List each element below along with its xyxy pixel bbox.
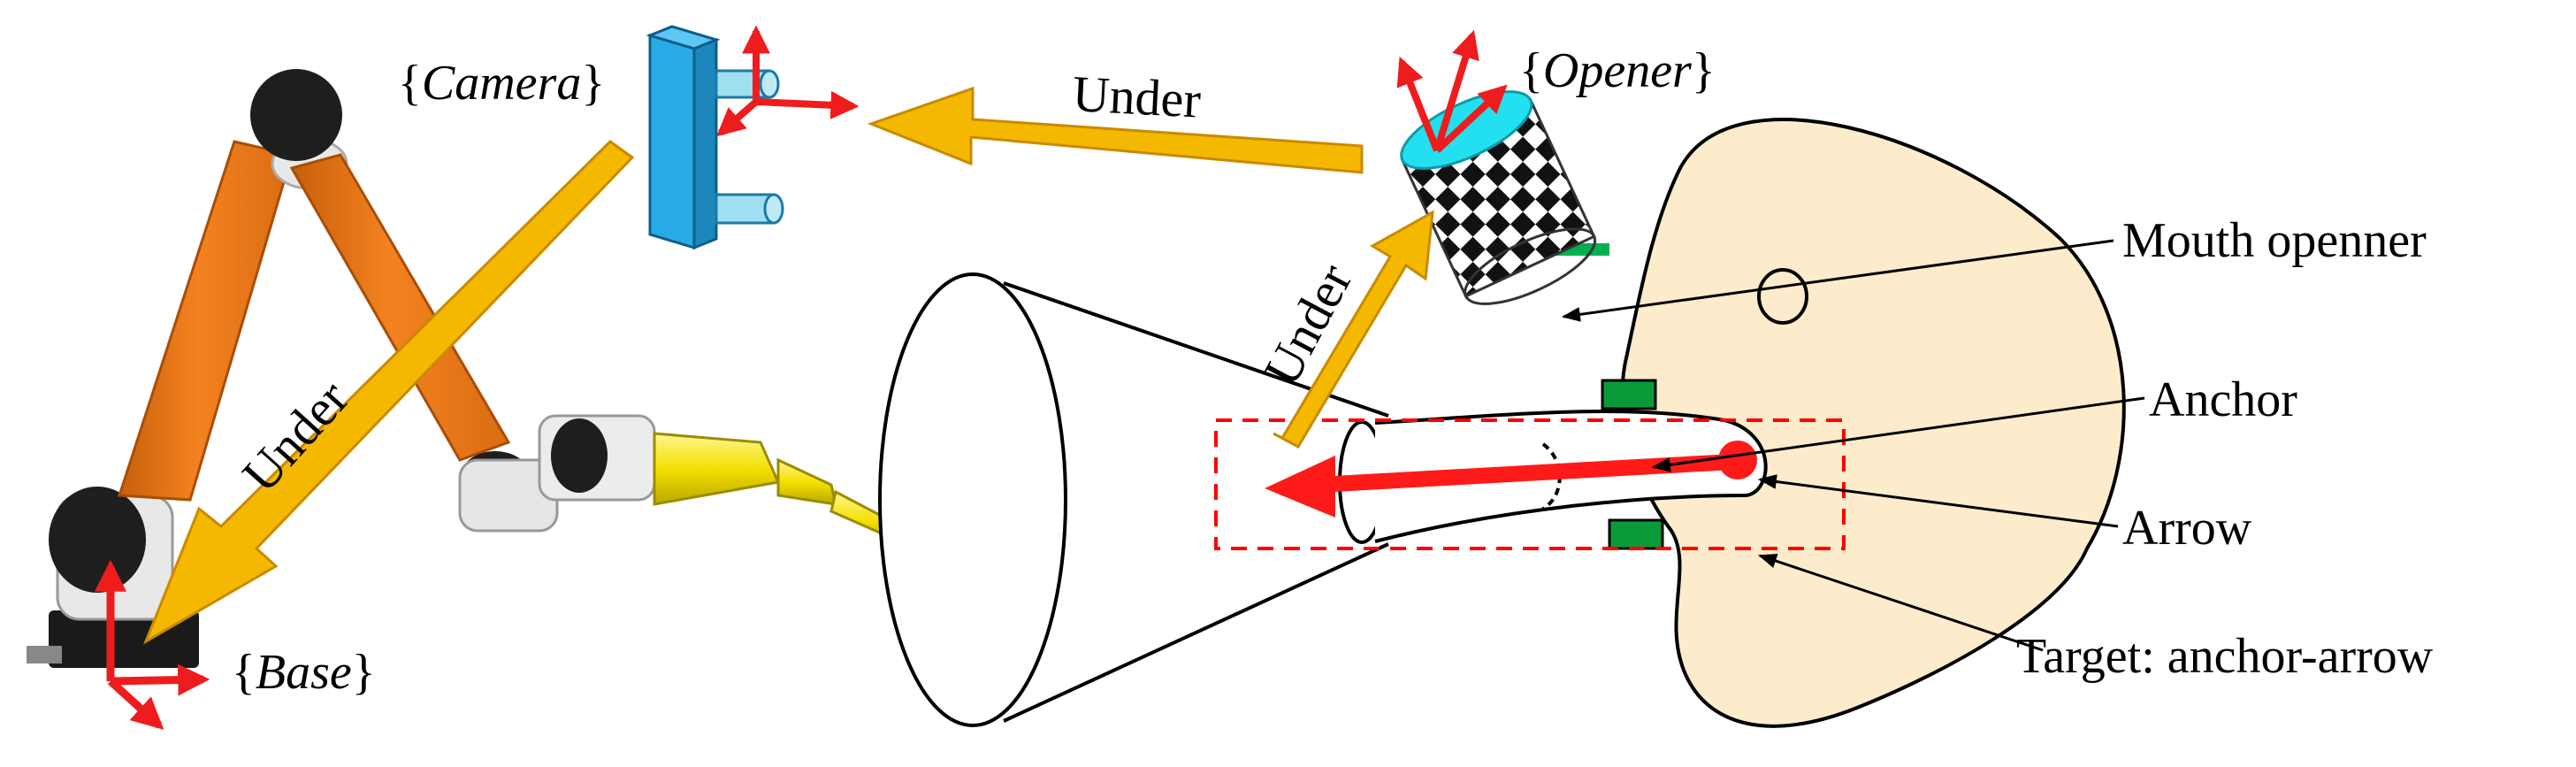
opener-frame-label: {Opener} [1519, 43, 1716, 98]
under-arrow-opener-to-camera [867, 86, 1364, 174]
callout-target: Target: anchor-arrow [2016, 629, 2434, 684]
base-frame-axes [95, 559, 210, 730]
robot-elbow-joint [250, 69, 342, 161]
camera-frame-axes [716, 25, 860, 137]
callout-lines [1561, 239, 2145, 652]
tongue-hole [1757, 268, 1808, 325]
robot-arm [27, 69, 926, 668]
camera-body-side [648, 33, 696, 250]
robot-tool-body [653, 432, 781, 506]
red-arrow-head [1265, 456, 1335, 518]
robot-wrist-joint-2 [551, 418, 608, 493]
robot-base-cable [27, 646, 62, 663]
opener-frame-axes [1396, 29, 1508, 153]
anchor-dot [1718, 441, 1757, 479]
camera-lens-bottom-face [763, 193, 784, 225]
camera [646, 25, 784, 250]
camera-frame-label: {Camera} [398, 56, 605, 111]
marker-green-bottom [1608, 518, 1664, 550]
robot-shoulder-joint [49, 487, 146, 593]
camera-body-edge [692, 37, 718, 250]
under-arrow-camera-to-base [142, 140, 635, 645]
under-label-opener-camera: Under [1071, 65, 1202, 128]
robot-tool-taper [776, 457, 837, 506]
target-dashed-box [1214, 418, 1846, 550]
marker-green-top [1601, 379, 1657, 410]
base-frame-label: {Base} [232, 645, 376, 700]
camera-lens-top-face [759, 69, 780, 99]
callout-mouth-opener: Mouth openner [2122, 213, 2427, 268]
under-label-anchor-opener: Under [1252, 255, 1363, 395]
callout-arrow: Arrow [2122, 501, 2252, 556]
callout-anchor: Anchor [2149, 372, 2297, 427]
under-arrow-anchor-to-opener [1273, 210, 1434, 449]
